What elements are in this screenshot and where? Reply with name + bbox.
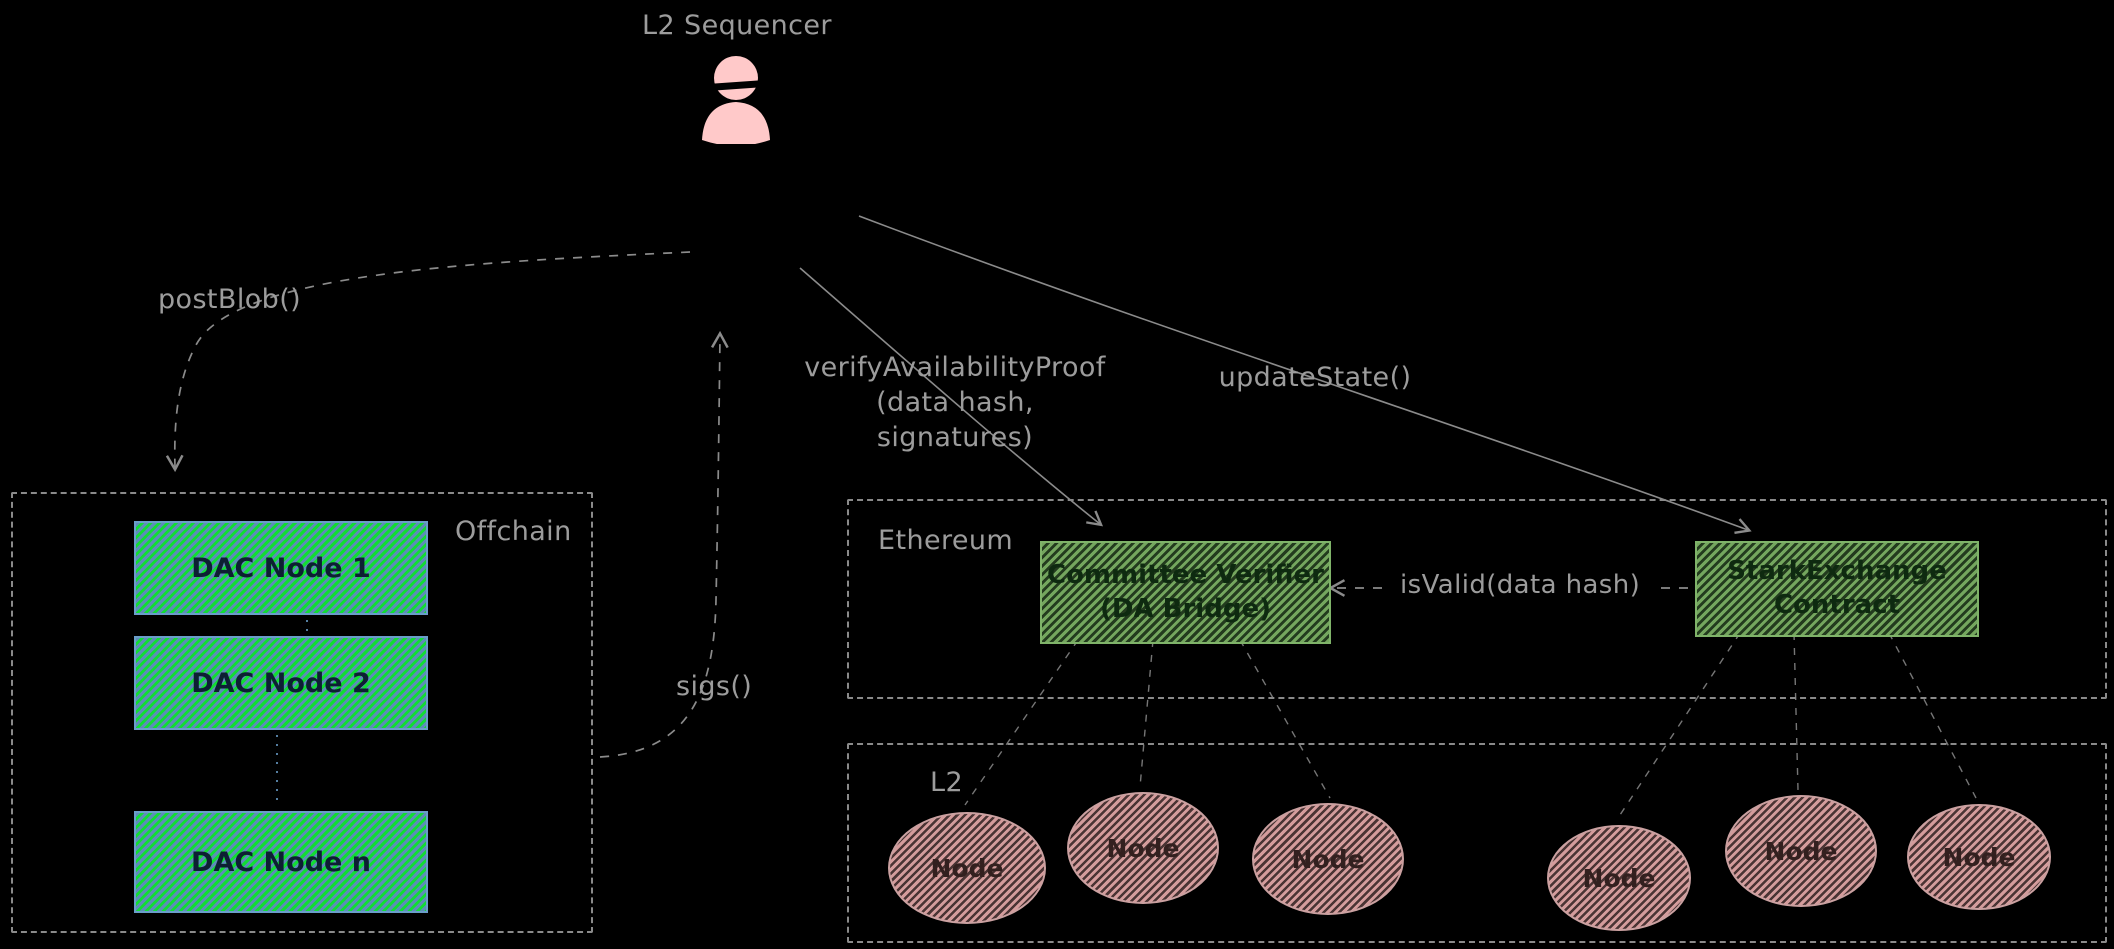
verify-availability-label-line3: signatures) bbox=[876, 422, 1034, 453]
post-blob-arrow bbox=[165, 251, 691, 473]
l2-node-4: Node bbox=[1547, 825, 1691, 931]
l2-node-5-label: Node bbox=[1764, 836, 1838, 866]
committee-node3-link bbox=[1239, 639, 1331, 799]
l2-node-3-label: Node bbox=[1291, 844, 1365, 874]
l2-node-2: Node bbox=[1067, 792, 1219, 904]
person-icon bbox=[690, 52, 782, 148]
committee-verifier-label-line1: Committee Verifier bbox=[1046, 559, 1324, 590]
is-valid-label: isValid(data hash) bbox=[1388, 570, 1653, 600]
l2-node-1-label: Node bbox=[930, 853, 1004, 883]
contract-node5-link bbox=[1793, 632, 1799, 791]
post-blob-label: postBlob() bbox=[158, 284, 302, 315]
update-state-arrow bbox=[858, 215, 1752, 535]
l2-label: L2 bbox=[930, 767, 964, 798]
sigs-arrow bbox=[599, 330, 729, 758]
dac-node-2-box: DAC Node 2 bbox=[134, 636, 428, 730]
sigs-label: sigs() bbox=[676, 671, 753, 702]
verify-availability-label-line2: (data hash, bbox=[876, 387, 1034, 418]
l2-node-2-label: Node bbox=[1106, 833, 1180, 863]
l2-node-6-label: Node bbox=[1942, 842, 2016, 872]
contract-node4-link bbox=[1617, 632, 1741, 819]
sequencer-label: L2 Sequencer bbox=[642, 10, 832, 41]
verify-availability-label-line1: verifyAvailabilityProof bbox=[804, 352, 1106, 383]
contract-node6-link bbox=[1888, 632, 1977, 799]
starkexchange-contract-label-line2: Contract bbox=[1773, 590, 1901, 620]
offchain-container: Offchain DAC Node 1 DAC Node 2 DAC Node … bbox=[11, 492, 593, 933]
dac-node-n-label: DAC Node n bbox=[191, 846, 371, 878]
l2-node-3: Node bbox=[1252, 803, 1404, 915]
l2-node-4-label: Node bbox=[1582, 863, 1656, 893]
committee-node2-link bbox=[1139, 639, 1154, 788]
dac-node-1-label: DAC Node 1 bbox=[191, 552, 371, 584]
starkexchange-contract-label-line1: StarkExchange bbox=[1727, 556, 1947, 587]
l2-node-5: Node bbox=[1725, 795, 1877, 907]
l2-node-6: Node bbox=[1907, 804, 2051, 910]
verify-availability-arrow bbox=[799, 267, 1104, 527]
update-state-label: updateState() bbox=[1218, 362, 1412, 393]
ethereum-container: Ethereum Committee Verifier (DA Bridge) … bbox=[847, 499, 2107, 699]
dac-node-2-label: DAC Node 2 bbox=[191, 667, 371, 699]
l2-container: L2 Node Node Node Node Node Node bbox=[847, 743, 2107, 943]
committee-verifier-box: Committee Verifier (DA Bridge) bbox=[1040, 541, 1331, 644]
l2-node-1: Node bbox=[888, 812, 1046, 924]
dac-node-n-box: DAC Node n bbox=[134, 811, 428, 913]
verify-availability-label: verifyAvailabilityProof (data hash, sign… bbox=[790, 350, 1120, 455]
dac-node-1-box: DAC Node 1 bbox=[134, 521, 428, 615]
starkexchange-contract-box: StarkExchange Contract bbox=[1695, 541, 1979, 637]
committee-verifier-label-line2: (DA Bridge) bbox=[1100, 593, 1271, 624]
committee-node1-link bbox=[964, 639, 1079, 806]
offchain-label: Offchain bbox=[455, 516, 572, 547]
ethereum-label: Ethereum bbox=[878, 525, 1014, 556]
